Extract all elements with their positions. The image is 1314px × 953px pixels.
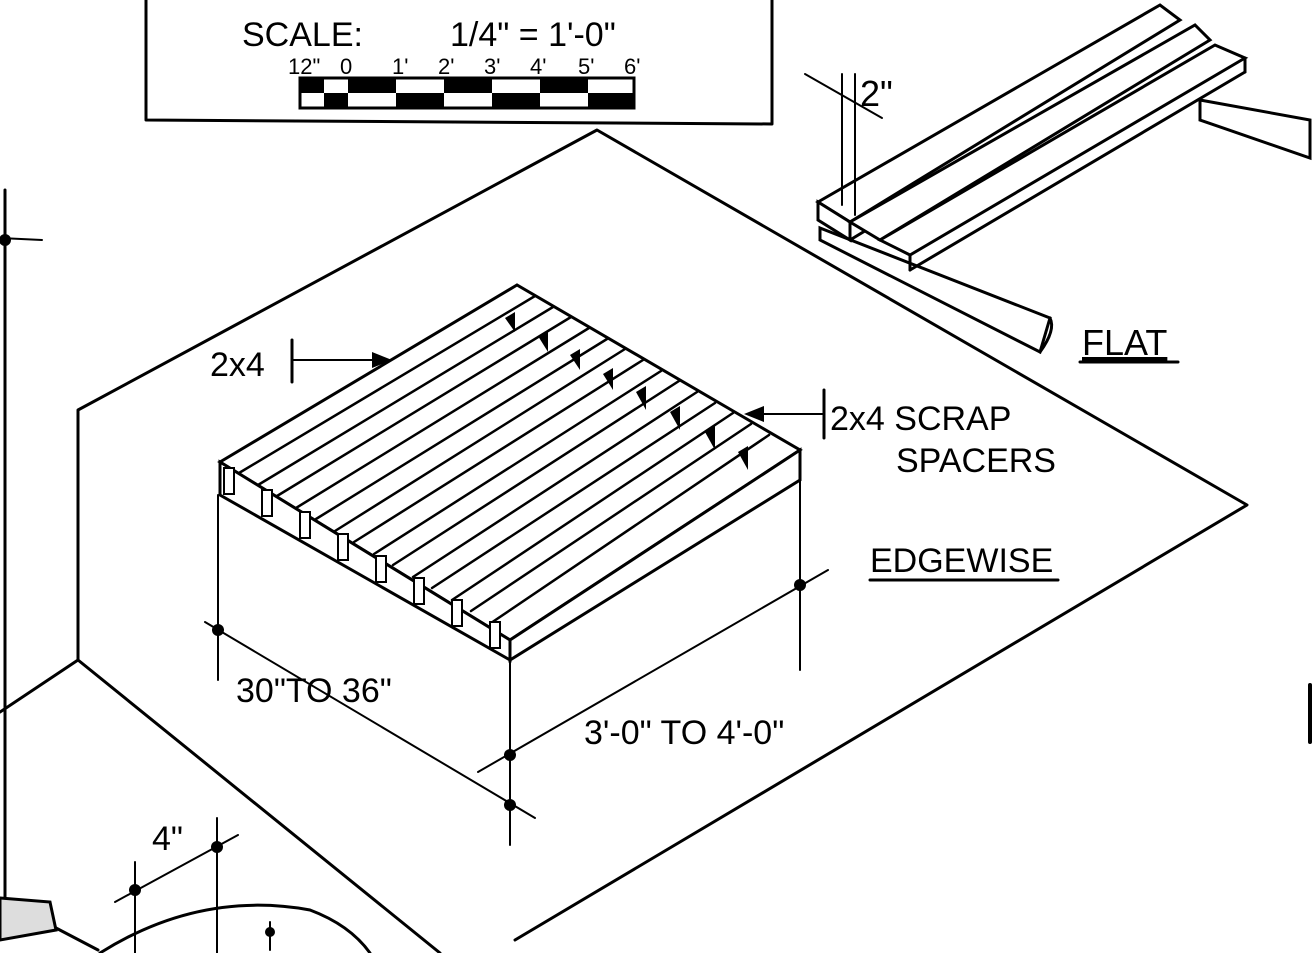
lower-detail: 4": [98, 817, 372, 953]
scale-bar: [298, 76, 636, 110]
floor-plane: [0, 128, 1249, 953]
joist-lines: [237, 294, 771, 625]
spacer-label-line1: 2x4 SCRAP: [830, 400, 1011, 438]
scale-tick-label: 1': [392, 54, 408, 79]
scale-tick-label: 3': [484, 54, 500, 79]
spacer-blocks: [505, 312, 748, 470]
scale-tick-label: 0: [340, 54, 352, 79]
scale-tick-label: 2': [438, 54, 454, 79]
scale-tick-label: 12": [288, 54, 320, 79]
flat-label: FLAT: [1082, 322, 1167, 363]
scale-box: SCALE: 1/4" = 1'-0" 12" 0 1' 2' 3' 4' 5'…: [144, 0, 774, 126]
length-dimension: 3'-0" TO 4'-0": [584, 714, 784, 752]
scale-tick-label: 6': [624, 54, 640, 79]
left-edge-detail: [0, 188, 100, 952]
joist-ends: [223, 467, 501, 649]
member-label-2x4: 2x4: [210, 346, 265, 384]
scale-ratio: 1/4" = 1'-0": [450, 16, 616, 54]
scale-tick-label: 5': [578, 54, 594, 79]
spacer-label-line2: SPACERS: [896, 442, 1056, 480]
scale-title: SCALE:: [242, 16, 363, 54]
edgewise-platform: [217, 283, 803, 663]
flat-detail: 2" FLAT: [804, 3, 1312, 364]
flat-dim-2in: 2": [860, 73, 893, 114]
width-dimension: 30"TO 36": [236, 672, 392, 710]
edgewise-label: EDGEWISE: [870, 542, 1053, 580]
lower-dim-4in: 4": [152, 820, 183, 858]
edgewise-annotations: 2x4 2x4 SCRAP SPACERS EDGEWISE 30"TO 36"…: [204, 338, 1060, 846]
scale-tick-label: 4': [530, 54, 546, 79]
